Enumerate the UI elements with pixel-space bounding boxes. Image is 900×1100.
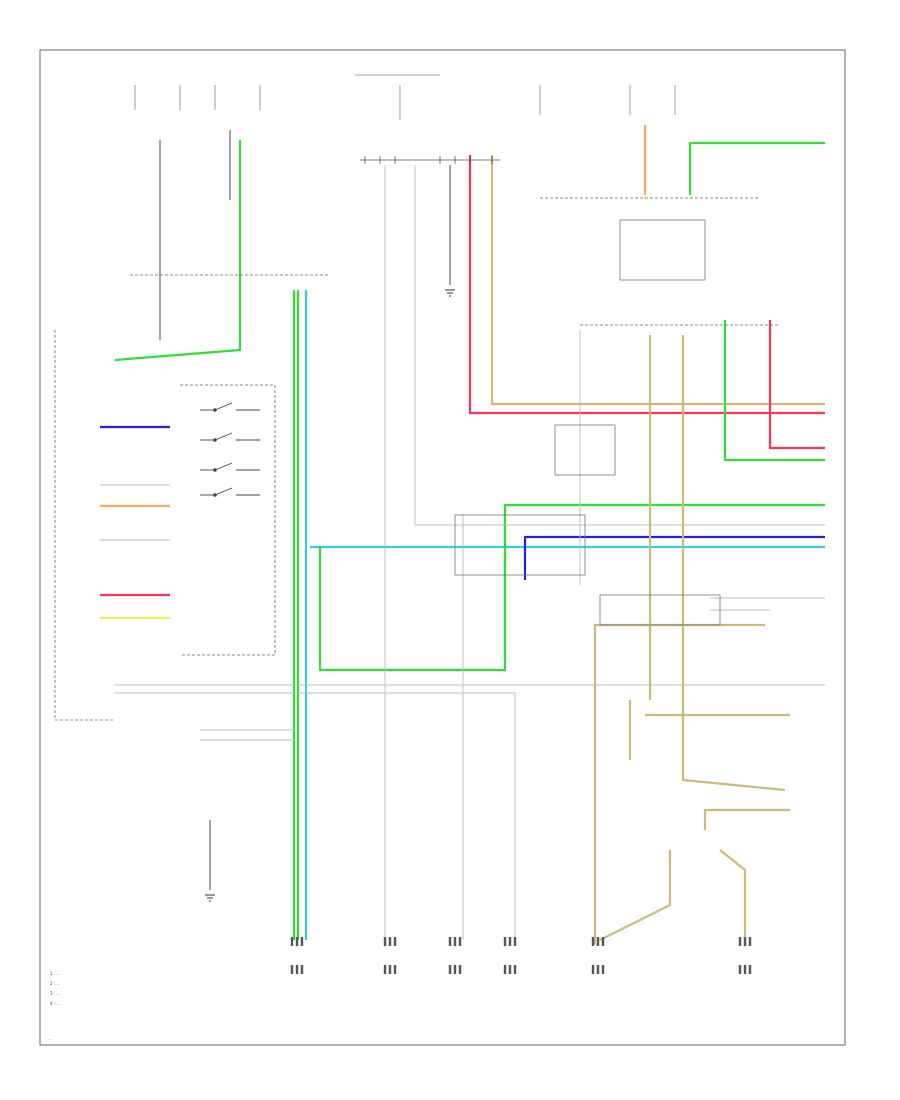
module-outline-left xyxy=(54,330,115,721)
legend: 1 : ... 2 : ... 3 : ... 4 : ... xyxy=(50,971,60,1006)
connector-layer xyxy=(290,937,752,974)
wire-tan-right-b xyxy=(681,335,786,792)
wire-green-lower-loop xyxy=(318,503,825,672)
legend-line-4: 4 : ... xyxy=(50,1001,60,1006)
switch-box-outline xyxy=(180,384,276,656)
dashed-layer xyxy=(54,197,780,721)
connector-bottom-4 xyxy=(591,937,605,974)
connector-bottom-1 xyxy=(383,937,397,974)
wire-tan-bottom xyxy=(599,850,672,941)
relay-blocks xyxy=(454,219,721,626)
switch-row-3 xyxy=(200,462,260,472)
wire-red-right-drop xyxy=(768,320,825,450)
top-terminal-row xyxy=(360,156,500,164)
figure-code: ... xyxy=(48,1036,52,1041)
wire-blue-right xyxy=(523,535,825,580)
switch-row-2 xyxy=(200,432,260,442)
wire-tan-bottom-b xyxy=(719,849,747,940)
wire-green-top-right xyxy=(688,141,825,195)
connector-bottom-5 xyxy=(738,937,752,974)
ground-icon xyxy=(445,289,455,297)
legend-line-1: 1 : ... xyxy=(50,971,60,976)
wire-green-right-drop xyxy=(723,320,825,462)
wire-gray-h xyxy=(115,692,516,940)
top-source-boxes xyxy=(134,74,676,120)
connector-bottom-2 xyxy=(448,937,462,974)
wire-layer xyxy=(100,125,825,945)
connector-bottom-6 xyxy=(290,937,304,974)
ground-symbols xyxy=(205,289,455,902)
diagram-frame xyxy=(39,49,846,1046)
switch-row-1 xyxy=(200,402,260,412)
switch-row-4 xyxy=(200,487,260,497)
ground-icon xyxy=(205,894,215,902)
wire-tan-long xyxy=(490,155,825,406)
wire-green-left-feed xyxy=(114,140,242,362)
switch-layer xyxy=(200,402,260,497)
wire-red-long xyxy=(468,155,825,415)
connector-bottom-3 xyxy=(503,937,517,974)
legend-line-3: 3 : ... xyxy=(50,991,60,996)
legend-line-2: 2 : ... xyxy=(50,981,60,986)
wire-gray-b xyxy=(414,165,825,526)
wire-tan-tap xyxy=(703,808,790,830)
